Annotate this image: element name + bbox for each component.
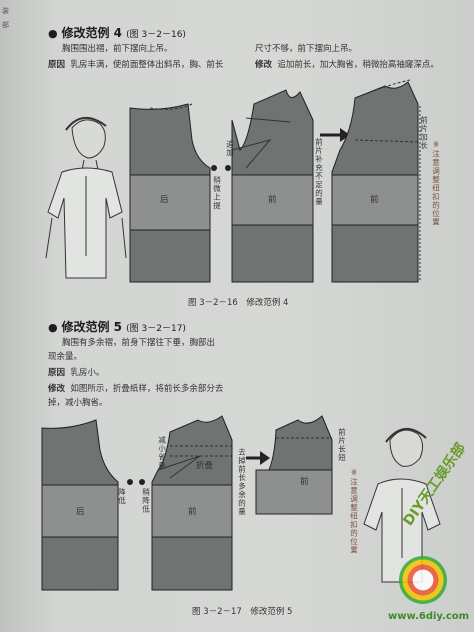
front-pattern-3 [151,415,233,591]
section4-heading: ● 修改范例 4 (图 3－2－16) [48,26,186,40]
label-front-4: 前 [300,477,309,487]
label-qudiao: 去掉前长多余的量 [237,448,247,516]
caption-3-2-16: 图 3－2－16 修改范例 4 [188,298,289,308]
note-buttons-2: ※注意调整纽扣的位置 [349,468,359,555]
section4-fix: 修改 追加前长，加大胸省，稍微抬高袖窿深点。 [255,61,439,70]
section4-title: 修改范例 4 [61,26,122,40]
label-qianpian: 前片补充不足的量 [314,138,324,206]
label-qianpian-long: 前片加长 [419,116,429,150]
note-buttons-1: ※注意调整纽扣的位置 [431,140,441,227]
section5-intro1: 胸围有多余褶，前身下摆往下垂，胸部出 [62,338,216,348]
section5-fix: 修改 如图所示，折叠纸样，将前长多余部分去 [48,385,223,394]
label-zhedie: 折叠 [196,461,214,471]
section5-heading: ● 修改范例 5 (图 3－2－17) [48,320,186,334]
front-pattern-4 [255,415,333,515]
label-qianpian-short: 前片长短 [337,428,347,462]
label-jianxiao: 减小省量 [157,436,167,470]
fix-text: 追加前长，加大胸省，稍微抬高袖窿深点。 [277,60,439,70]
label-back-2: 后 [76,507,85,517]
label-zhuijia: 追加 [225,140,235,157]
cause-label: 原因 [48,368,66,378]
section4-ref: (图 3－2－16) [126,30,186,40]
margin-mark: 部 [2,21,9,29]
fix-label: 修改 [255,60,273,70]
section4-cause: 原因 乳房丰满，使前面整体出斜吊，胸、前长 [48,61,223,70]
front-pattern-2 [331,79,421,283]
fix-label: 修改 [48,384,66,394]
back-pattern-2 [41,419,119,591]
section5-intro2: 现余量。 [48,352,83,362]
section4-intro2: 尺寸不够，前下摆向上吊。 [255,44,358,54]
section5-ref: (图 3－2－17) [126,324,186,334]
section5-cause: 原因 乳房小。 [48,369,104,378]
label-back: 后 [160,195,169,205]
label-front: 前 [268,195,277,205]
label-jiangdi: 降低 [117,488,127,505]
label-front-3: 前 [188,507,197,517]
label-shangti: 稍微上提 [212,176,222,210]
watermark-logo-icon [399,556,447,604]
cause-text: 乳房小。 [70,368,105,378]
margin-mark: 装 [2,7,9,15]
section5-title: 修改范例 5 [61,320,122,334]
label-front-2: 前 [370,195,379,205]
cause-label: 原因 [48,60,66,70]
section5-fix2: 掉，减小胸省。 [48,398,108,408]
woman-illustration-1 [45,117,127,279]
watermark-url: www.6diy.com [388,611,470,622]
section4-intro1: 胸围围出褶，前下摆向上吊。 [62,44,173,54]
cause-text: 乳房丰满，使前面整体出斜吊，胸、前长 [70,60,224,70]
caption-3-2-17: 图 3－2－17 修改范例 5 [192,607,293,617]
front-pattern-1 [231,89,314,283]
fix-text: 如图所示，折叠纸样，将前长多余部分去 [70,384,224,394]
back-pattern-1 [129,103,211,283]
label-shaojiang: 稍降低 [141,488,151,514]
